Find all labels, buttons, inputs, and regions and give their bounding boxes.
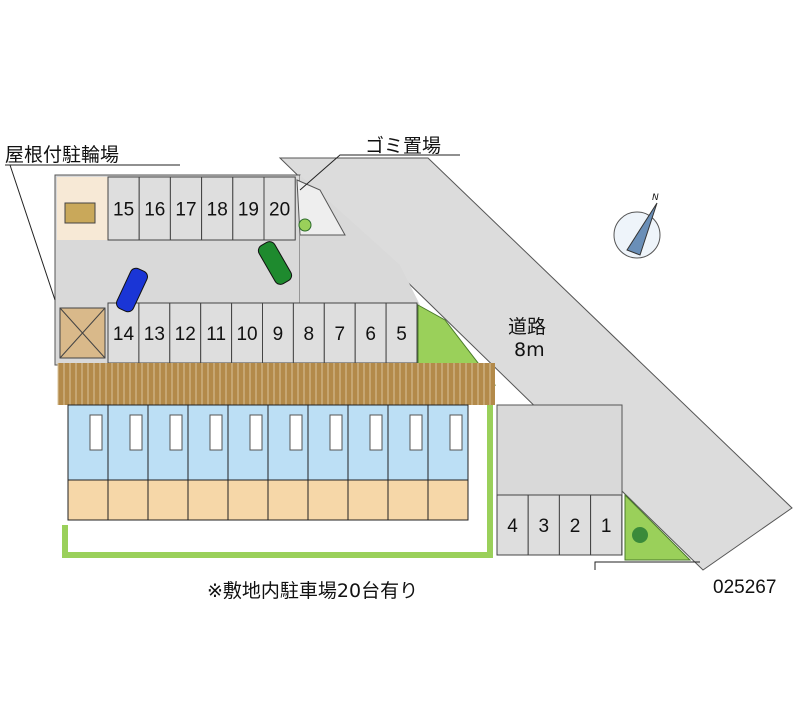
parking-space <box>201 176 234 241</box>
parking-space-number: 7 <box>334 324 345 345</box>
bike-shelter-leader <box>5 164 180 301</box>
parking-space <box>138 176 171 241</box>
green-car-icon <box>257 241 293 285</box>
parking-space <box>354 302 387 364</box>
property-code: 025267 <box>713 577 777 598</box>
parking-space <box>107 176 140 241</box>
unit-lower <box>307 479 349 521</box>
road-label: 道路 <box>508 316 547 338</box>
unit-stairs <box>169 414 183 451</box>
garbage-area-label: ゴミ置場 <box>365 135 442 157</box>
parking-space-number: 11 <box>206 324 226 345</box>
parking-caption: ※敷地内駐車場20台有り <box>207 580 419 602</box>
compass-north-label: N <box>652 193 659 203</box>
parking-space-number: 1 <box>601 516 612 537</box>
parking-space-number: 9 <box>273 324 284 345</box>
parking-space <box>292 302 325 364</box>
parking-space-number: 13 <box>144 324 165 345</box>
parking-space-number: 4 <box>507 516 518 537</box>
parking-space-number: 3 <box>539 516 550 537</box>
bike-shelter-label: 屋根付駐輪場 <box>5 144 120 166</box>
parking-space-number: 18 <box>207 200 228 221</box>
unit-stairs <box>369 414 383 451</box>
parking-space-number: 19 <box>238 200 259 221</box>
parking-space-number: 12 <box>175 324 196 345</box>
unit-stairs <box>249 414 263 451</box>
unit-stairs <box>449 414 463 451</box>
parking-space-number: 17 <box>175 200 196 221</box>
unit-lower <box>147 479 189 521</box>
parking-space <box>263 176 296 241</box>
unit-stairs <box>409 414 423 451</box>
bike-shelter-roof-cross <box>59 307 106 359</box>
parking-space <box>107 302 140 364</box>
parking-space <box>169 176 203 241</box>
parking-space <box>262 302 294 364</box>
parking-space-number: 8 <box>304 324 315 345</box>
boundary-mark <box>594 561 700 570</box>
parking-space-number: 15 <box>113 200 134 221</box>
parking-space <box>558 494 592 556</box>
hedge-border <box>62 405 493 558</box>
unit-stairs <box>89 414 103 451</box>
parking-space <box>232 176 265 241</box>
garbage-leader <box>299 154 460 191</box>
parking-space <box>496 494 529 556</box>
unit-lower <box>107 479 149 521</box>
shrub-icon <box>298 218 312 232</box>
unit-stairs <box>329 414 343 451</box>
unit-lower <box>227 479 269 521</box>
tree-icon <box>632 527 648 543</box>
parking-space <box>231 302 264 364</box>
parking-space-number: 14 <box>113 324 135 345</box>
unit-lower <box>187 479 229 521</box>
unit-lower <box>427 479 469 521</box>
parking-space <box>169 302 202 364</box>
parking-space-number: 6 <box>365 324 376 345</box>
parking-space-number: 5 <box>396 324 407 345</box>
unit-lower <box>67 479 109 521</box>
parking-space-number: 16 <box>144 200 165 221</box>
blue-car-icon <box>116 267 148 313</box>
parking-space <box>590 494 623 556</box>
bike-rack-icon <box>64 202 96 224</box>
parking-space-number: 2 <box>570 516 581 537</box>
unit-stairs <box>129 414 143 451</box>
unit-lower <box>347 479 389 521</box>
unit-lower <box>387 479 429 521</box>
parking-space <box>323 302 356 364</box>
parking-space-number: 20 <box>269 200 290 221</box>
parking-space <box>385 302 418 364</box>
road-width-label: 8m <box>514 339 545 361</box>
unit-stairs <box>209 414 223 451</box>
corner-green <box>624 493 692 561</box>
unit-lower <box>267 479 309 521</box>
parking-space-number: 10 <box>236 324 257 345</box>
pavement-strip <box>58 363 495 405</box>
unit-stairs <box>289 414 303 451</box>
compass-needle <box>626 202 658 256</box>
